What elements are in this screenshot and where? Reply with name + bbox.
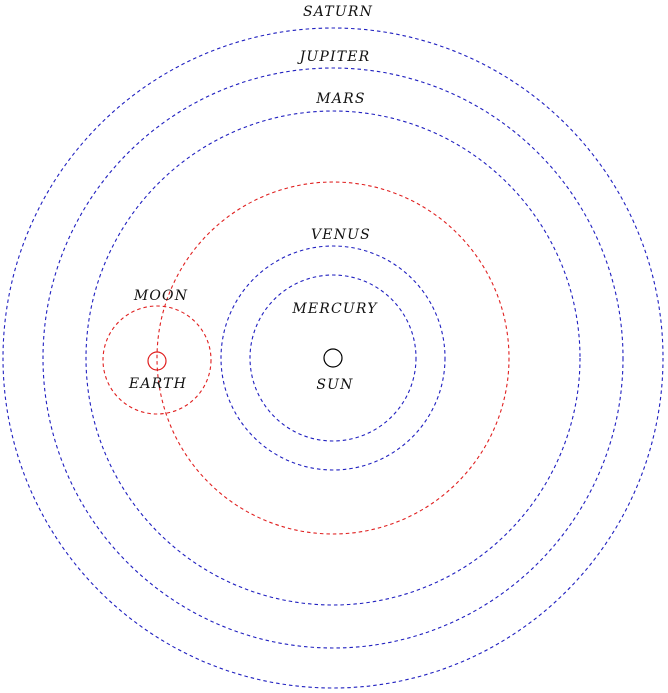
mercury-label: MERCURY: [291, 301, 378, 317]
mars-orbit: [85, 110, 581, 606]
moon-orbit: [102, 305, 212, 415]
earth-marker: [147, 351, 167, 371]
sun-label: SUN: [316, 377, 353, 393]
venus-label: VENUS: [311, 227, 371, 243]
mercury-orbit: [249, 274, 417, 442]
venus-orbit: [220, 245, 446, 471]
sun-marker: [323, 348, 343, 368]
earth-orbit: [156, 181, 510, 535]
jupiter-label: JUPITER: [297, 49, 371, 65]
moon-label: MOON: [133, 288, 188, 304]
earth-label: EARTH: [128, 376, 187, 392]
jupiter-orbit: [42, 67, 624, 649]
saturn-label: SATURN: [303, 4, 373, 20]
mars-label: MARS: [315, 91, 365, 107]
saturn-orbit: [2, 27, 664, 689]
